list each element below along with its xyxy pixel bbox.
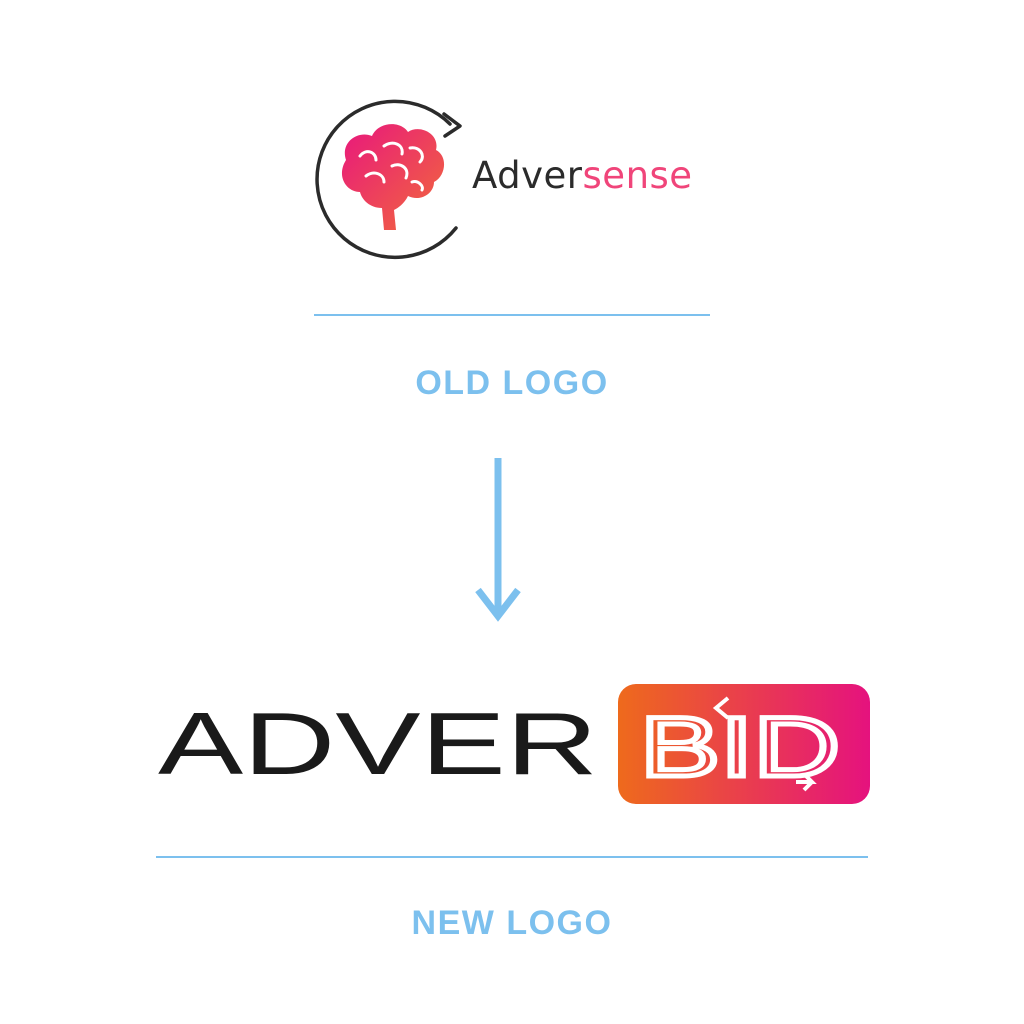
new-logo-divider	[156, 856, 868, 858]
old-logo-caption: OLD LOGO	[415, 364, 609, 402]
old-logo: Adversense	[300, 90, 730, 270]
old-logo-wordmark-dark: Adver	[472, 154, 583, 197]
new-logo-graphic: ADVER BID	[158, 684, 870, 804]
badge-left-arrow-icon	[712, 696, 730, 720]
new-logo-badge	[618, 684, 870, 804]
brain-icon	[341, 124, 445, 230]
new-logo: ADVER BID	[156, 684, 870, 806]
old-logo-divider	[314, 314, 710, 316]
circular-arrow-icon	[315, 99, 462, 260]
old-logo-wordmark: Adversense	[472, 154, 693, 197]
new-logo-wordmark: ADVER	[158, 694, 598, 793]
old-logo-wordmark-accent: sense	[582, 154, 693, 197]
new-logo-caption: NEW LOGO	[411, 904, 613, 942]
badge-right-arrow-icon	[796, 772, 817, 792]
down-arrow-icon	[475, 458, 521, 622]
